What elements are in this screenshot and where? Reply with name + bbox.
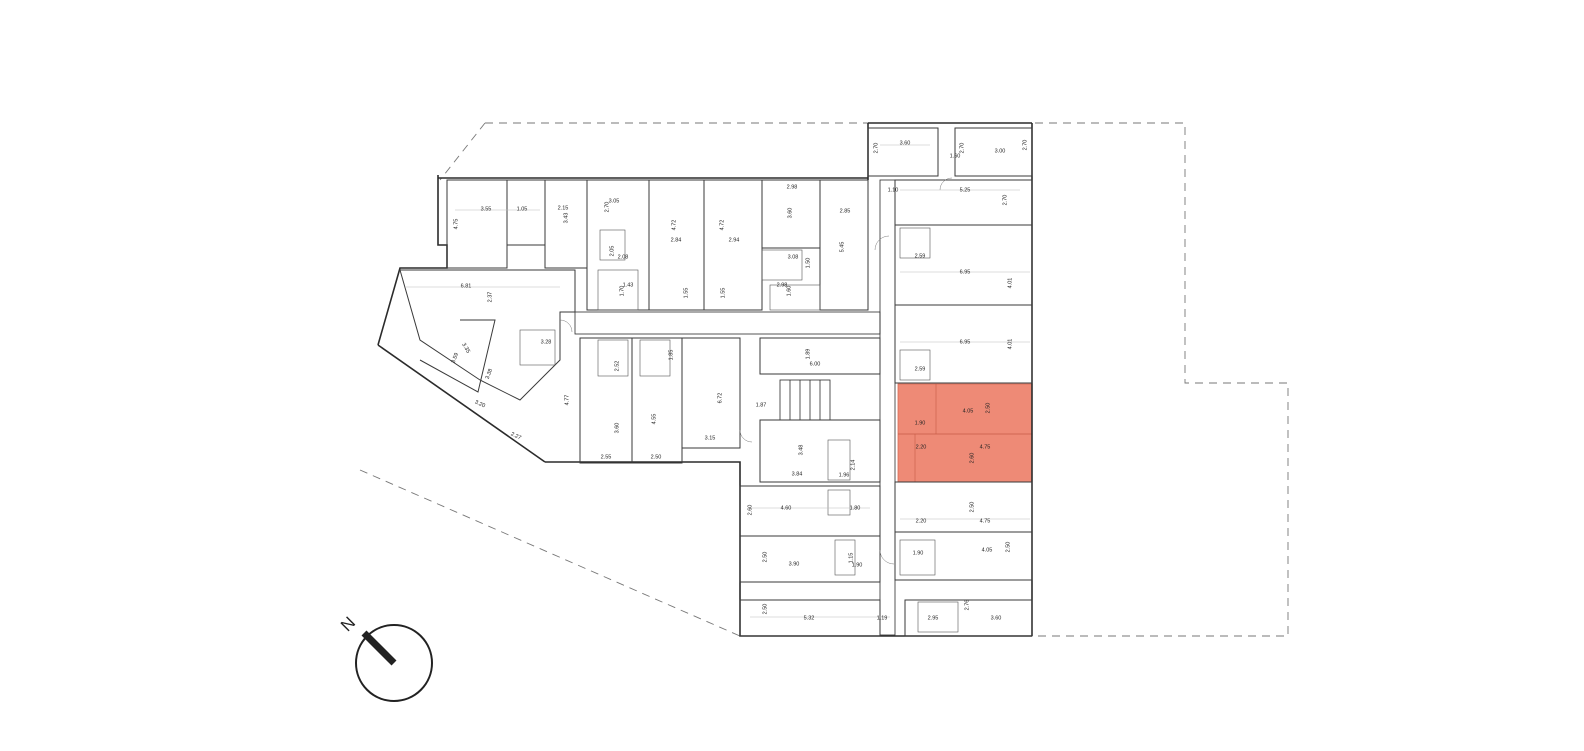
dim-label: 2.70 — [604, 202, 610, 213]
dim-label: 3.43 — [563, 213, 569, 224]
dim-label: 4.05 — [963, 408, 974, 414]
site-boundary — [359, 122, 1289, 637]
dim-label: 2.15 — [558, 205, 569, 211]
dim-label: 1.89 — [805, 349, 811, 360]
dim-label: 2.20 — [916, 444, 927, 450]
dim-label: 2.84 — [671, 237, 682, 243]
dim-label: 4.75 — [980, 518, 991, 524]
dimension-labels: 3.60 1.60 2.70 3.00 2.70 2.70 1.10 5.25 … — [451, 140, 1029, 622]
dim-label: 3.05 — [609, 198, 620, 204]
dim-label: 3.60 — [900, 140, 911, 146]
building-outline — [377, 122, 1033, 637]
compass-label: N — [337, 613, 359, 635]
dim-label: 1.60 — [950, 153, 961, 159]
dim-label: 2.05 — [609, 246, 615, 257]
dim-label: 1.55 — [720, 288, 726, 299]
dim-label: 1.90 — [913, 550, 924, 556]
dim-label: 4.72 — [719, 220, 725, 231]
dimension-lines — [405, 144, 1030, 618]
dim-label: 2.60 — [747, 505, 753, 516]
dim-label: 1.96 — [839, 472, 850, 478]
dim-label: 4.60 — [781, 505, 792, 511]
north-arrow: N — [337, 613, 433, 702]
dim-label: 2.85 — [840, 208, 851, 214]
dim-label: 1.19 — [877, 615, 888, 621]
dim-label: 3.38 — [485, 368, 494, 380]
dim-label: 1.87 — [756, 402, 767, 408]
dim-label: 4.05 — [982, 547, 993, 553]
dim-label: 2.55 — [601, 454, 612, 460]
dim-label: 2.27 — [510, 431, 522, 441]
dim-label: 2.94 — [729, 237, 740, 243]
dim-label: 3.15 — [705, 435, 716, 441]
dim-label: 2.98 — [777, 282, 788, 288]
dim-label: 2.70 — [873, 143, 879, 154]
dim-label: 2.50 — [762, 604, 768, 615]
dim-label: 2.50 — [762, 552, 768, 563]
dim-label: 3.08 — [788, 254, 799, 260]
dim-label: 6.81 — [461, 283, 472, 289]
dim-label: 2.20 — [916, 518, 927, 524]
dim-label: 6.00 — [810, 361, 821, 367]
dim-label: 3.28 — [541, 339, 552, 345]
dim-label: 4.01 — [1007, 278, 1013, 289]
dim-label: 3.59 — [451, 352, 460, 364]
dim-label: 3.60 — [614, 423, 620, 434]
dim-label: 5.25 — [960, 187, 971, 193]
dim-label: 2.50 — [651, 454, 662, 460]
dim-label: 2.98 — [787, 184, 798, 190]
dim-label: 1.10 — [888, 187, 899, 193]
dim-label: 1.70 — [619, 286, 625, 297]
dim-label: 3.60 — [787, 208, 793, 219]
dim-label: 1.90 — [852, 562, 863, 568]
dim-label: 4.55 — [651, 414, 657, 425]
dim-label: 2.59 — [915, 366, 926, 372]
dim-label: 4.75 — [980, 444, 991, 450]
dim-label: 1.85 — [668, 350, 674, 361]
dim-label: 1.50 — [805, 258, 811, 269]
dim-label: 3.20 — [474, 399, 486, 409]
dim-label: 5.45 — [839, 242, 845, 253]
north-arrow-icon — [361, 630, 397, 666]
dim-label: 2.76 — [964, 600, 970, 611]
dim-label: 6.95 — [960, 339, 971, 345]
dim-label: 1.15 — [848, 553, 854, 564]
dim-label: 6.95 — [960, 269, 971, 275]
highlighted-apartment — [897, 383, 1033, 483]
dim-label: 2.70 — [1022, 140, 1028, 151]
dim-label: 3.90 — [789, 561, 800, 567]
dim-label: 3.84 — [792, 471, 803, 477]
dim-label: 3.00 — [995, 148, 1006, 154]
dim-label: 2.08 — [618, 254, 629, 260]
dim-label: 1.55 — [683, 288, 689, 299]
dim-label: 4.72 — [671, 220, 677, 231]
dim-label: 2.95 — [928, 615, 939, 621]
dim-label: 1.90 — [915, 420, 926, 426]
dim-label: 6.72 — [717, 393, 723, 404]
dim-label: 3.48 — [798, 445, 804, 456]
dim-label: 2.59 — [915, 253, 926, 259]
dim-label: 2.70 — [959, 143, 965, 154]
dim-label: 1.43 — [623, 282, 634, 288]
dim-label: 2.50 — [985, 403, 991, 414]
dim-label: 2.50 — [1005, 542, 1011, 553]
dim-label: 3.60 — [991, 615, 1002, 621]
dim-label: 4.75 — [453, 219, 459, 230]
dim-label: 2.37 — [487, 292, 493, 303]
dim-label: 3.55 — [481, 206, 492, 212]
dim-label: 1.80 — [850, 505, 861, 511]
dim-label: 4.01 — [1007, 339, 1013, 350]
dim-label: 2.52 — [614, 361, 620, 372]
dim-label: 2.50 — [969, 502, 975, 513]
dim-label: 2.70 — [1002, 195, 1008, 206]
dim-label: 1.60 — [786, 286, 792, 297]
dim-label: 4.77 — [564, 395, 570, 406]
dim-label: 2.60 — [969, 453, 975, 464]
dim-label: 1.05 — [517, 206, 528, 212]
dim-label: 3.35 — [460, 342, 471, 354]
dim-label: 5.32 — [804, 615, 815, 621]
dim-label: 2.14 — [850, 460, 856, 471]
